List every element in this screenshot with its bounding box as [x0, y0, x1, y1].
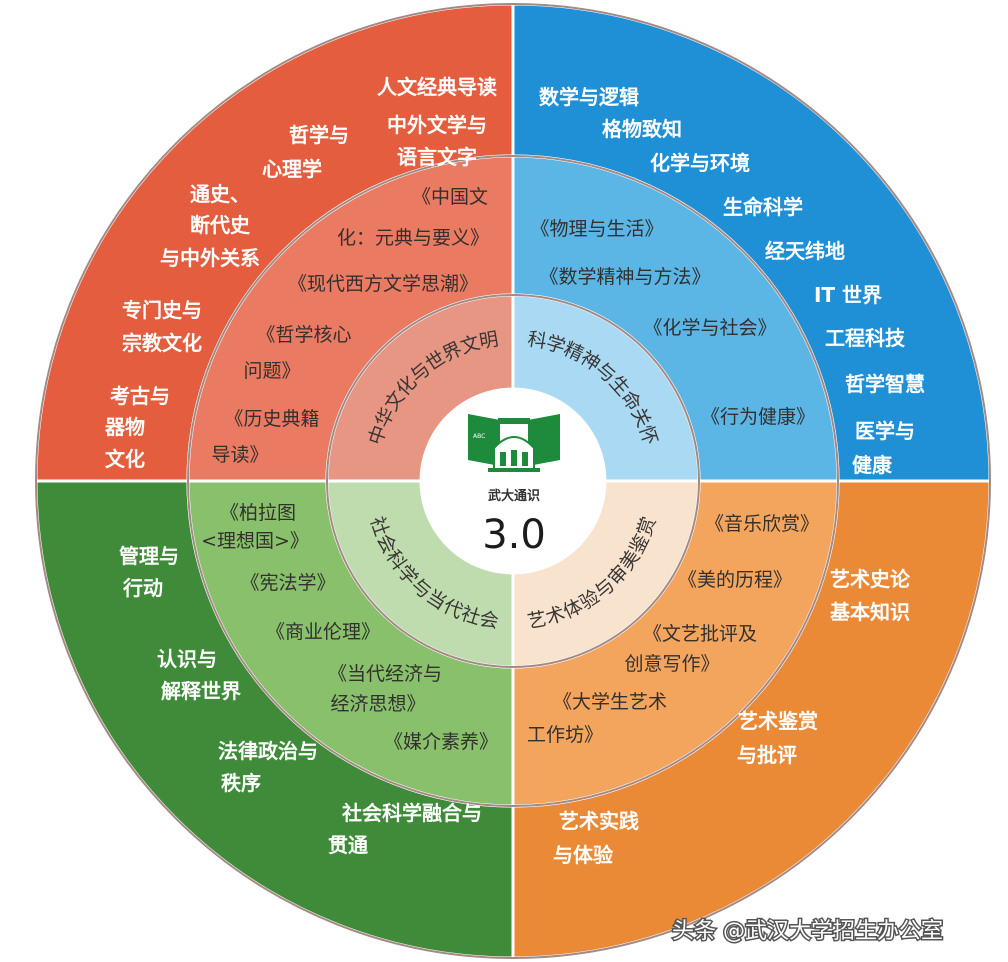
science-module-label: 生命科学	[723, 195, 803, 219]
science-course-label: 《物理与生活》	[530, 218, 663, 240]
arts-module-label: 基本知识	[830, 600, 910, 624]
arts-course-label: 工作坊》	[527, 724, 603, 746]
arts-course-label: 《大学生艺术	[553, 691, 667, 713]
arts-course-label: 创意写作》	[624, 653, 719, 675]
ring-border-2	[326, 294, 700, 668]
arts-module-label: 艺术实践	[559, 809, 639, 833]
arts-course-label: 《文艺批评及	[643, 623, 757, 645]
science-module-label: 经天纬地	[765, 239, 845, 263]
whu-book-building-logo-icon: ABC	[468, 414, 560, 472]
science-module-label: 数学与逻辑	[539, 85, 639, 109]
humanities-course-label: 《中国文	[412, 186, 488, 208]
social-module-label: 贯通	[328, 833, 368, 857]
arts-module-label: 艺术史论	[830, 567, 911, 591]
social-module-label: 法律政治与	[218, 739, 318, 763]
humanities-module-label: 考古与	[110, 384, 170, 408]
social-module-label: 管理与	[119, 544, 179, 568]
watermark-text: 头条 @武汉大学招生办公室	[672, 919, 943, 944]
humanities-module-label: 语言文字	[397, 145, 477, 169]
humanities-module-label: 通史、	[190, 182, 250, 206]
humanities-course-label: 问题》	[243, 360, 300, 382]
social-course-label: 《媒介素养》	[384, 731, 498, 753]
social-course-label: 《宪法学》	[240, 572, 335, 594]
social-module-label: 解释世界	[161, 679, 241, 703]
science-module-label: 医学与	[855, 419, 915, 443]
social-course-label: 《商业伦理》	[266, 621, 380, 643]
ring-sectors	[34, 2, 992, 960]
ring-border-0	[35, 3, 991, 959]
science-module-label: 哲学智慧	[845, 372, 925, 396]
science-module-label: 健康	[852, 453, 893, 477]
arts-module-label: 艺术鉴赏	[738, 709, 818, 733]
humanities-module-label: 宗教文化	[122, 331, 202, 355]
social-course-label: <理想国>》	[201, 530, 309, 552]
center-logo: ABC 武大通识 3.0	[421, 389, 605, 573]
humanities-module-label: 断代史	[190, 213, 251, 237]
science-module-label: IT 世界	[814, 283, 882, 307]
science-module-label: 化学与环境	[650, 151, 750, 175]
arts-module-label: 与批评	[737, 743, 797, 767]
humanities-course-label: 导读》	[211, 444, 268, 466]
logo-title: 武大通识	[488, 488, 540, 504]
humanities-module-label: 哲学与	[289, 123, 349, 147]
humanities-course-label: 《现代西方文学思潮》	[288, 273, 478, 295]
humanities-course-label: 《哲学核心	[256, 324, 351, 346]
humanities-module-label: 文化	[105, 447, 145, 471]
social-module-label: 社会科学融合与	[341, 801, 482, 825]
science-course-label: 《化学与社会》	[643, 317, 776, 339]
science-course-label: 《行为健康》	[701, 406, 815, 428]
social-module-label: 认识与	[157, 647, 217, 671]
logo-version: 3.0	[482, 512, 546, 558]
science-module-label: 工程科技	[825, 326, 906, 350]
arts-module-label: 与体验	[553, 843, 613, 867]
ring-border-1	[187, 155, 839, 807]
social-course-label: 经济思想》	[330, 693, 425, 715]
humanities-course-label: 化：元典与要义》	[337, 227, 489, 249]
arts-course-label: 《音乐欣赏》	[705, 513, 819, 535]
science-course-label: 《数学精神与方法》	[539, 266, 710, 288]
humanities-module-label: 心理学	[262, 157, 322, 181]
humanities-module-label: 与中外关系	[160, 246, 260, 270]
social-course-label: 《当代经济与	[328, 663, 442, 685]
logo-small-text: ABC	[473, 433, 485, 440]
social-module-label: 秩序	[221, 771, 261, 795]
science-module-label: 格物致知	[602, 117, 682, 141]
social-course-label: 《柏拉图	[220, 502, 296, 524]
social-module-label: 行动	[122, 576, 163, 600]
humanities-module-label: 专门史与	[122, 298, 202, 322]
humanities-module-label: 中外文学与	[387, 113, 487, 137]
arts-course-label: 《美的历程》	[678, 569, 792, 591]
humanities-module-label: 人文经典导读	[377, 75, 497, 99]
humanities-module-label: 器物	[104, 415, 145, 439]
humanities-course-label: 《历史典籍	[224, 408, 319, 430]
